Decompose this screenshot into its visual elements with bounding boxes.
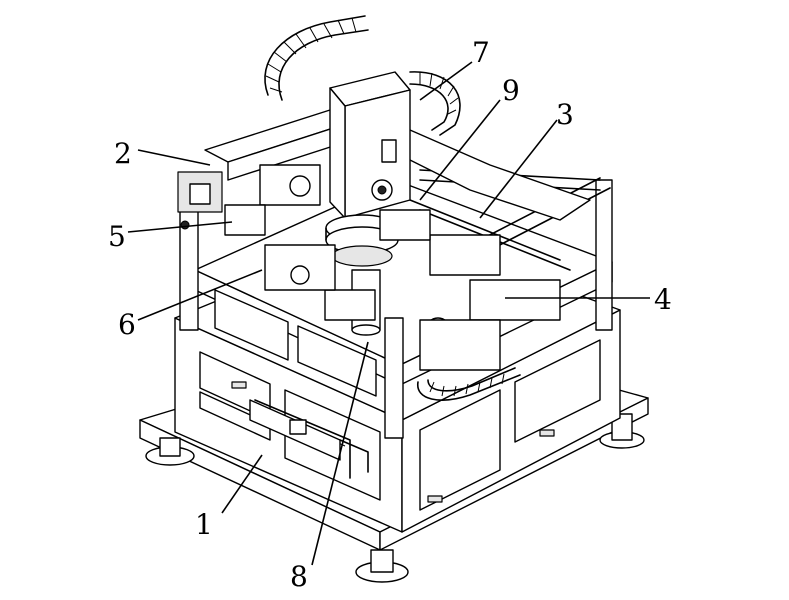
callout-3: 3 xyxy=(556,98,574,131)
gantry-left xyxy=(177,109,353,236)
callout-8: 8 xyxy=(290,560,308,593)
spindle-head xyxy=(264,71,431,336)
leader-lines xyxy=(127,61,650,566)
callout-5: 5 xyxy=(108,220,126,253)
callout-4: 4 xyxy=(654,283,672,316)
callout-9: 9 xyxy=(502,74,520,107)
gantry-right xyxy=(389,129,591,371)
callout-7: 7 xyxy=(472,36,490,69)
callout-labels: 1 2 3 4 5 6 7 8 9 xyxy=(108,36,672,593)
callout-1: 1 xyxy=(195,508,213,541)
lower-fixture xyxy=(249,399,369,473)
callout-2: 2 xyxy=(114,137,132,170)
drag-chain-bottom xyxy=(417,367,521,401)
leveling-feet xyxy=(145,413,645,583)
callout-6: 6 xyxy=(118,308,136,341)
